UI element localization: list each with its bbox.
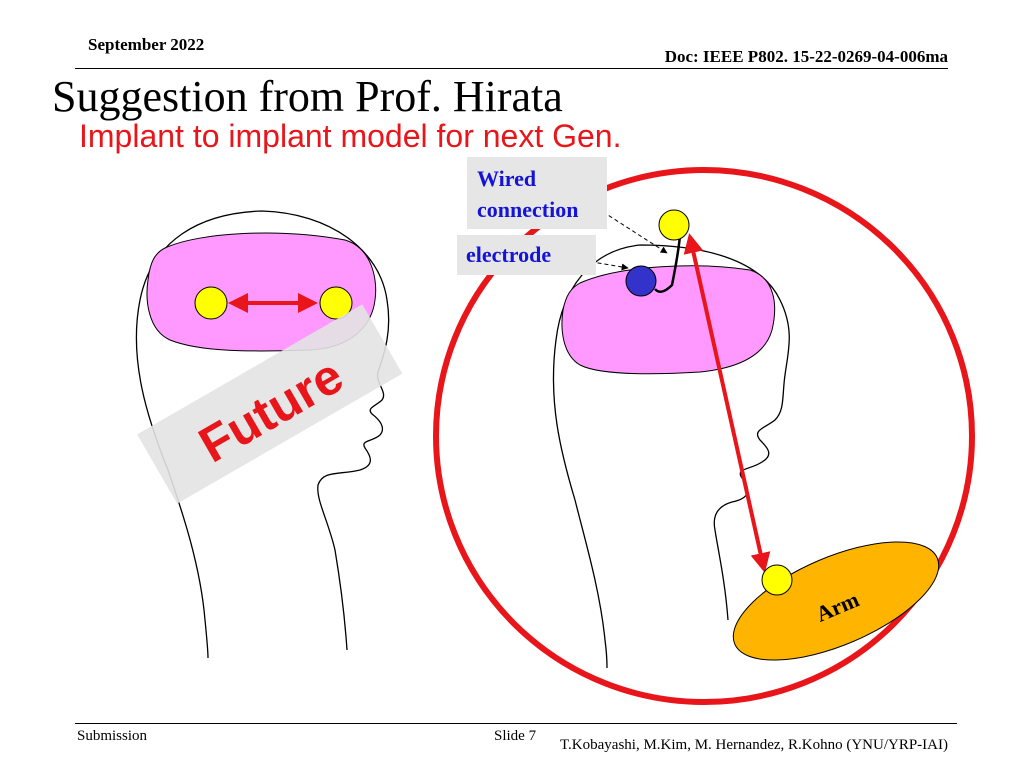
electrode: [625, 265, 657, 297]
right-brain: [561, 265, 776, 375]
footer-slide-number: Slide 7: [494, 728, 537, 744]
left-implant-b: [319, 286, 353, 320]
wired-connection-label-line1: Wired: [477, 166, 537, 191]
footer-authors: T.Kobayashi, M.Kim, M. Hernandez, R.Kohn…: [560, 737, 948, 753]
arm: Arm: [732, 541, 940, 661]
electrode-label-box: electrode: [457, 235, 596, 275]
slide-title: Suggestion from Prof. Hirata: [52, 72, 563, 121]
footer-rule: [75, 723, 957, 724]
header-rule: [75, 68, 948, 69]
left-implant-a: [194, 286, 228, 320]
header-date: September 2022: [88, 35, 205, 54]
footer-submission: Submission: [77, 728, 148, 744]
head-implant: [658, 209, 690, 241]
wired-connection-label-box: Wired connection: [467, 157, 607, 229]
electrode-label: electrode: [466, 242, 552, 267]
wired-connection-label-line2: connection: [477, 197, 579, 222]
arm-implant: [761, 564, 793, 596]
slide-subtitle: Implant to implant model for next Gen.: [79, 118, 622, 154]
arm-shape: [732, 541, 940, 661]
wire-to-electrode: [654, 235, 682, 293]
focus-circle: [433, 167, 975, 705]
header-doc-id: Doc: IEEE P802. 15-22-0269-04-006ma: [664, 47, 948, 66]
head-to-arm-link-arrow: [683, 233, 771, 573]
